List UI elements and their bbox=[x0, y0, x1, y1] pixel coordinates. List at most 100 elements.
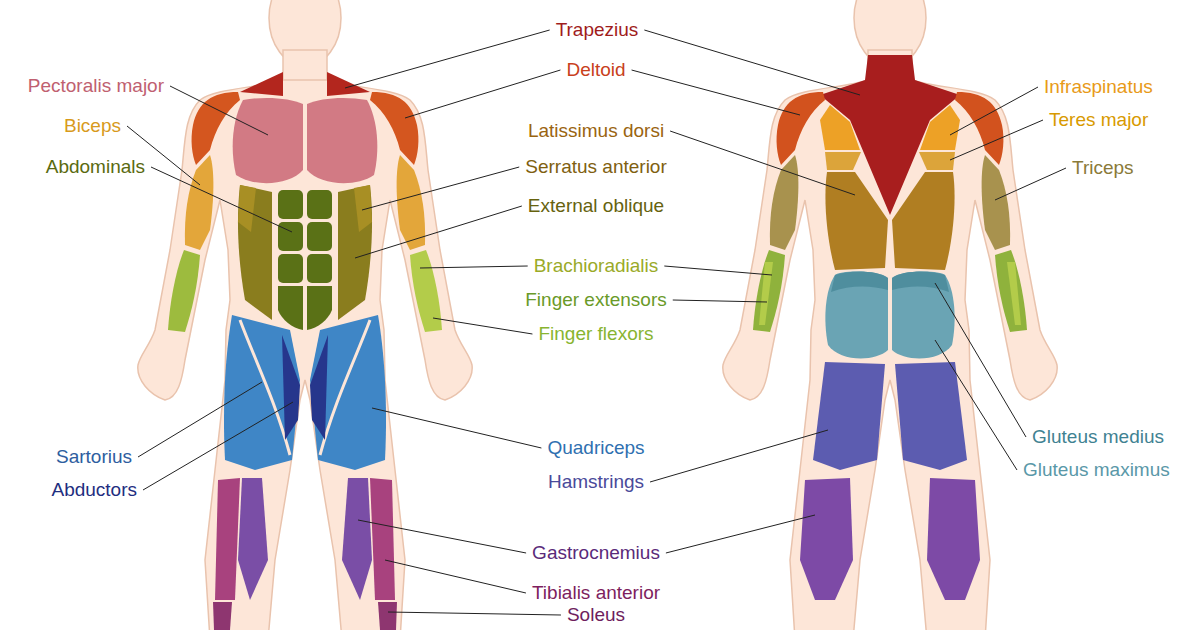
quadriceps-muscle bbox=[224, 315, 386, 470]
abdominal-muscle bbox=[307, 222, 332, 251]
leader-line bbox=[358, 520, 526, 553]
latissimus-muscle bbox=[825, 172, 888, 270]
gluteus-maximus-muscle bbox=[825, 272, 954, 359]
leader-line bbox=[670, 131, 855, 195]
muscle-label: Gastrocnemius bbox=[531, 542, 661, 564]
abdominal-muscle bbox=[278, 254, 303, 283]
deltoid-muscle bbox=[777, 92, 1004, 165]
oblique-muscle bbox=[338, 185, 372, 320]
leader-line bbox=[372, 408, 541, 448]
skin bbox=[138, 0, 472, 630]
abdominal-muscle bbox=[278, 286, 303, 330]
leader-line bbox=[433, 318, 532, 334]
muscle-label: Serratus anterior bbox=[524, 156, 668, 178]
oblique-muscle bbox=[238, 185, 272, 320]
muscle-label: Quadriceps bbox=[546, 437, 645, 459]
hamstring-muscle bbox=[895, 362, 967, 470]
gluteus-medius-muscle bbox=[892, 272, 949, 292]
muscle-label: Tibialis anterior bbox=[531, 582, 661, 604]
infraspinatus-muscle bbox=[820, 105, 860, 150]
muscle-label: Gluteus maximus bbox=[1022, 459, 1171, 481]
calf-muscle bbox=[927, 478, 980, 600]
muscle-label: Hamstrings bbox=[547, 471, 645, 493]
gastrocnemius-muscle bbox=[238, 478, 268, 600]
gastrocnemius-muscle bbox=[238, 478, 372, 600]
deltoid-muscle bbox=[777, 92, 825, 165]
muscle-label: Deltoid bbox=[565, 59, 626, 81]
forearm-muscle bbox=[759, 262, 773, 325]
leader-line bbox=[950, 120, 1043, 160]
latissimus-muscle bbox=[892, 172, 955, 270]
leader-line bbox=[405, 70, 560, 118]
teres-major-muscle bbox=[825, 152, 955, 170]
biceps-muscle bbox=[397, 155, 426, 250]
leader-line bbox=[935, 340, 1017, 470]
muscle-label: Abdominals bbox=[45, 156, 146, 178]
hamstring-muscle bbox=[813, 362, 885, 470]
deltoid-muscle bbox=[370, 92, 418, 165]
teres-major-muscle bbox=[919, 152, 955, 170]
abductor-muscle bbox=[282, 335, 300, 440]
biceps-muscle bbox=[185, 155, 214, 250]
leader-line bbox=[650, 430, 828, 482]
latissimus-muscle bbox=[825, 172, 954, 270]
gluteus-maximus-muscle bbox=[892, 272, 955, 359]
leader-line bbox=[385, 560, 526, 593]
front-figure bbox=[138, 0, 472, 630]
trapezius-muscle bbox=[240, 72, 370, 96]
abdominal-muscle bbox=[307, 286, 332, 330]
muscle-label: Pectoralis major bbox=[27, 75, 165, 97]
quadriceps-muscle bbox=[310, 315, 386, 470]
deltoid-muscle bbox=[192, 92, 419, 165]
leader-line bbox=[673, 300, 767, 302]
sartorius-muscle bbox=[240, 320, 370, 455]
gluteus-maximus-muscle bbox=[825, 272, 888, 359]
triceps-muscle bbox=[770, 155, 1010, 250]
forearm-muscle bbox=[1007, 262, 1021, 325]
leader-line bbox=[151, 167, 292, 232]
muscle-label: Abductors bbox=[50, 479, 138, 501]
muscle-label: Latissimus dorsi bbox=[527, 120, 665, 142]
deltoid-muscle bbox=[192, 92, 240, 165]
leader-line bbox=[355, 206, 522, 258]
leader-line bbox=[138, 382, 262, 457]
abdominal-muscle bbox=[278, 190, 303, 219]
abductor-muscle bbox=[282, 335, 328, 440]
muscle-label: Trapezius bbox=[555, 19, 640, 41]
leader-line bbox=[143, 402, 293, 490]
infraspinatus-muscle bbox=[920, 105, 960, 150]
leader-line bbox=[666, 515, 815, 553]
muscle-label: Infraspinatus bbox=[1043, 76, 1154, 98]
leader-line bbox=[995, 168, 1066, 200]
forearm-muscle bbox=[753, 250, 785, 332]
skin bbox=[723, 0, 1057, 630]
triceps-muscle bbox=[982, 155, 1011, 250]
muscle-label: Sartorius bbox=[55, 446, 133, 468]
abdominal-muscle bbox=[278, 190, 332, 330]
leader-line bbox=[632, 70, 800, 115]
quadriceps-muscle bbox=[224, 315, 300, 470]
tibialis-muscle bbox=[215, 478, 395, 600]
muscle-label: Finger extensors bbox=[524, 289, 668, 311]
forearm-muscle bbox=[753, 250, 1027, 332]
muscle-label: Triceps bbox=[1071, 157, 1135, 179]
forearm-muscle bbox=[168, 250, 442, 332]
leader-line bbox=[170, 86, 268, 135]
soleus-muscle bbox=[378, 602, 397, 630]
forearm-muscle bbox=[410, 250, 442, 332]
leader-line bbox=[388, 612, 561, 615]
gluteus-medius-muscle bbox=[831, 272, 949, 292]
skin bbox=[138, 80, 472, 630]
back-figure bbox=[723, 0, 1057, 630]
muscle-label: Biceps bbox=[63, 115, 122, 137]
hamstring-muscle bbox=[813, 362, 967, 470]
teres-major-muscle bbox=[825, 152, 861, 170]
triceps-muscle bbox=[770, 155, 799, 250]
serratus-muscle bbox=[238, 185, 372, 232]
leader-line bbox=[345, 30, 550, 88]
gluteus-medius-muscle bbox=[831, 272, 888, 292]
muscle-label: Finger flexors bbox=[537, 323, 654, 345]
leader-line bbox=[664, 266, 772, 275]
